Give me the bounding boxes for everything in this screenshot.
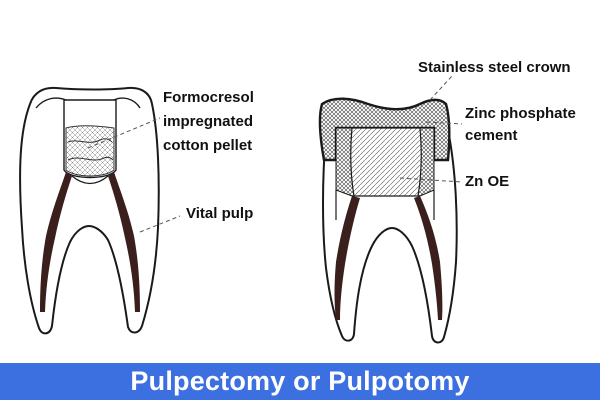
pellet-label-line1: Formocresol xyxy=(163,89,254,106)
pellet-label-line2: impregnated xyxy=(163,113,254,130)
cement-label-line2: cement xyxy=(465,127,518,144)
crown-label: Stainless steel crown xyxy=(418,59,571,76)
zinc-oxide-eugenol-fill xyxy=(350,127,422,197)
crown-leader-line xyxy=(429,75,453,101)
left-canal-mesial xyxy=(40,172,72,312)
cement-label-line1: Zinc phosphate xyxy=(465,105,576,122)
stainless-steel-crown xyxy=(318,97,451,162)
right-canal-mesial xyxy=(334,196,360,320)
left-tooth-outline xyxy=(19,86,160,335)
pulp-leader-line xyxy=(139,215,181,233)
pellet-leader-line xyxy=(87,117,161,149)
pellet-label-line3: cotton pellet xyxy=(163,137,253,154)
zinc-oxide-label: Zn OE xyxy=(465,173,510,190)
banner-title: Pulpectomy or Pulpotomy xyxy=(130,366,470,396)
title-banner: Pulpectomy or Pulpotomy xyxy=(0,363,600,400)
banner-background xyxy=(0,363,600,400)
cement-leader-line xyxy=(425,121,463,125)
vital-pulp-label: Vital pulp xyxy=(186,205,254,222)
left-tooth xyxy=(19,86,160,335)
left-canal-distal xyxy=(108,172,140,312)
cotton-pellet xyxy=(65,125,115,177)
zinc-oxide-leader-line xyxy=(399,177,463,183)
right-tooth xyxy=(318,97,458,344)
right-canal-distal xyxy=(414,196,443,320)
